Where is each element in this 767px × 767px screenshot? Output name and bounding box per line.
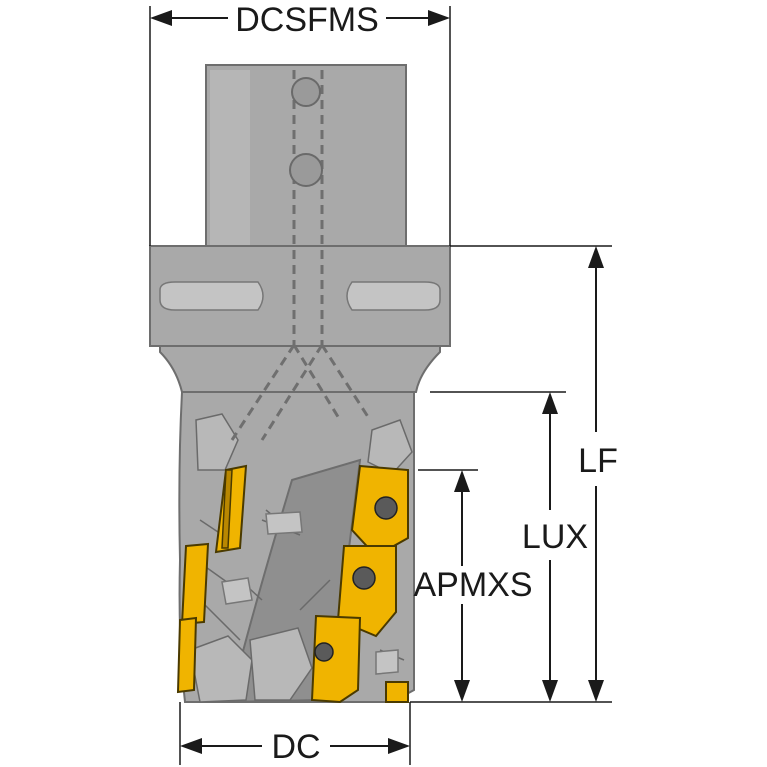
insert-right-mid <box>336 545 397 638</box>
shank-highlight <box>210 70 250 245</box>
coolant-port-top <box>291 77 321 107</box>
dim-label-lux: LUX <box>522 518 588 556</box>
inserts <box>176 464 409 704</box>
arrow-dcsfms-left <box>150 10 172 26</box>
insert-screw-bottom <box>314 642 334 662</box>
neck <box>159 345 441 393</box>
insert-right-bottom <box>310 614 362 704</box>
arrow-apmxs-bottom <box>454 680 470 702</box>
arrow-dcsfms-right <box>428 10 450 26</box>
arrow-lux-top <box>542 392 558 414</box>
chip-pocket-top <box>195 413 239 471</box>
dim-label-dc: DC <box>271 728 320 766</box>
chip-pocket-right <box>367 419 413 475</box>
wrench-flat-3 <box>375 649 399 675</box>
dim-label-dcsfms: DCSFMS <box>235 1 379 39</box>
chip-pocket-lower-left <box>189 635 253 703</box>
arrow-apmxs-top <box>454 470 470 492</box>
flange-slot-right <box>346 281 441 311</box>
insert-right-tip <box>385 681 409 703</box>
arrow-dc-right <box>388 738 410 754</box>
insert-left-bottom <box>176 616 198 694</box>
wrench-flat-1 <box>265 511 303 535</box>
insert-left-top-edge <box>221 469 233 549</box>
wrench-flat-2 <box>221 577 253 605</box>
arrow-dc-left <box>180 738 202 754</box>
arrow-lf-top <box>588 246 604 268</box>
chip-pocket-lower-mid <box>249 627 313 701</box>
coolant-channels <box>230 70 372 441</box>
dimensioning: DCSFMS DC LF LUX APMXS <box>149 1 618 766</box>
arrow-lf-bottom <box>588 680 604 702</box>
coolant-port-mid <box>289 153 323 187</box>
arrow-lux-bottom <box>542 680 558 702</box>
insert-screw-top <box>374 496 398 520</box>
insert-left-mid <box>180 542 210 626</box>
flange-slot-left <box>159 281 264 311</box>
dim-label-apmxs: APMXS <box>413 566 532 604</box>
insert-screw-mid <box>352 566 376 590</box>
dim-label-lf: LF <box>578 442 618 480</box>
